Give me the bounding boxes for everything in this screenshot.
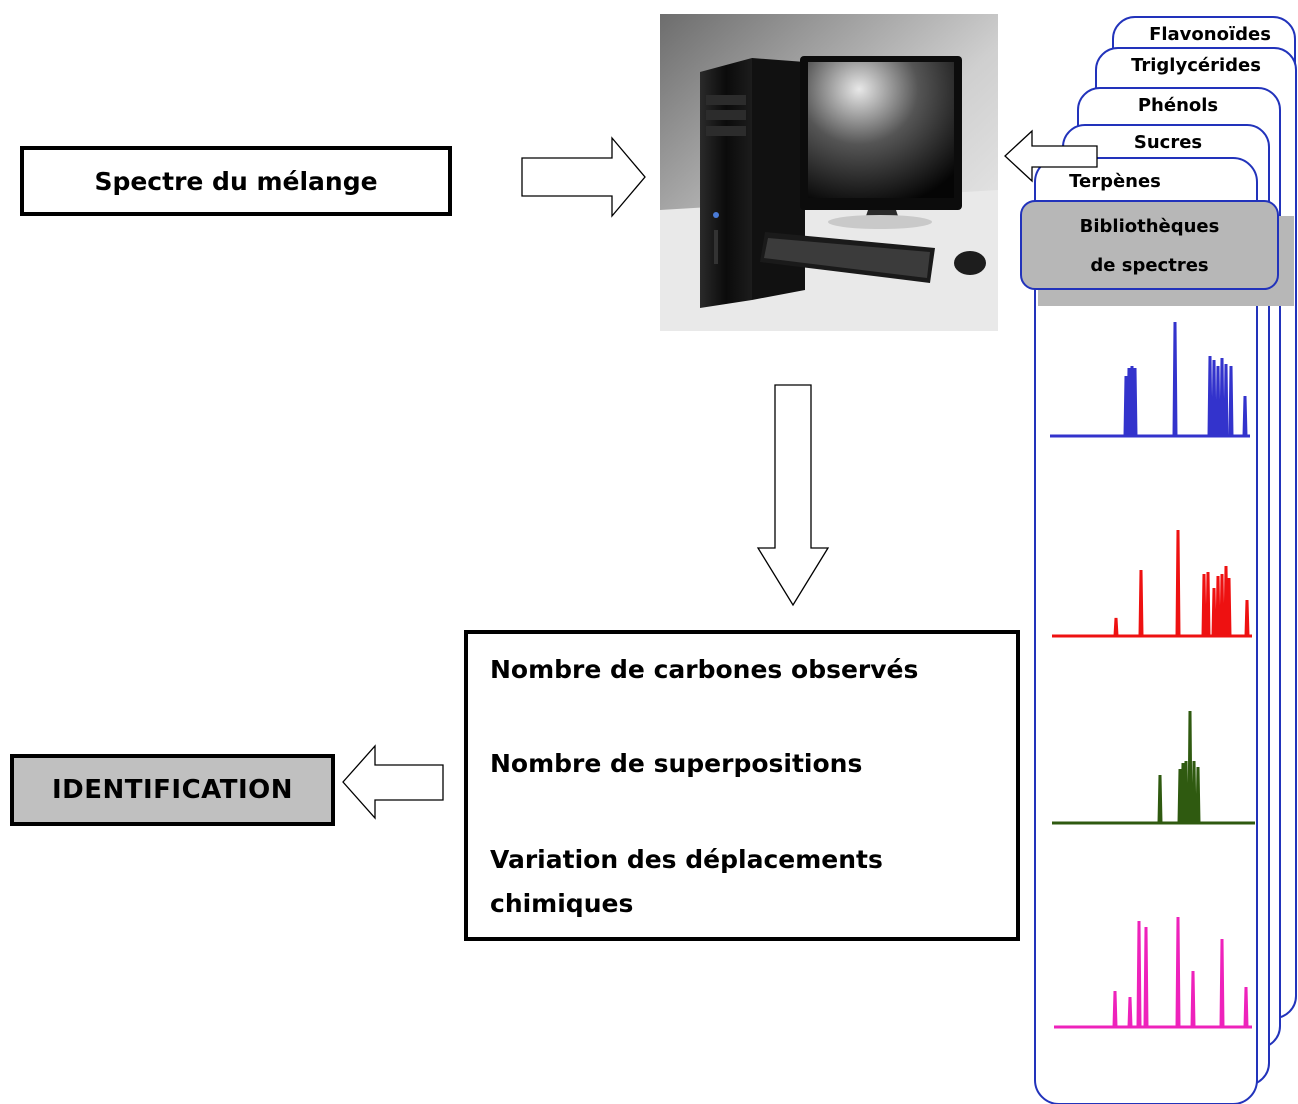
spectrum-magenta <box>1054 916 1252 1029</box>
spectrum-red <box>1052 529 1252 638</box>
card-label-triglycerides: Triglycérides <box>1131 55 1261 76</box>
arrow-down <box>756 384 830 607</box>
spectrum-green <box>1052 710 1255 825</box>
criterion-overlaps: Nombre de superpositions <box>490 749 863 778</box>
arrow-left <box>342 744 444 820</box>
card-label-flavonoides: Flavonoïdes <box>1149 24 1271 45</box>
identification-box: IDENTIFICATION <box>10 754 335 826</box>
library-header-line1: Bibliothèques <box>1079 216 1220 237</box>
card-label-phenols: Phénols <box>1137 95 1219 116</box>
mixture-spectrum-box: Spectre du mélange <box>20 146 452 216</box>
mixture-spectrum-label: Spectre du mélange <box>94 166 378 196</box>
library-header-line2: de spectres <box>1090 255 1209 276</box>
computer-workstation-image <box>660 14 998 331</box>
identification-label: IDENTIFICATION <box>51 775 294 805</box>
criterion-shift-variation: Variation des déplacements chimiques <box>490 845 883 918</box>
spectrum-blue <box>1050 321 1250 438</box>
criteria-box: Nombre de carbones observés Nombre de su… <box>464 630 1020 941</box>
card-label-terpenes: Terpènes <box>1069 171 1161 192</box>
arrow-left-library <box>1004 129 1098 183</box>
card-label-sucres: Sucres <box>1133 132 1203 153</box>
library-header <box>1020 200 1279 290</box>
spectra <box>1050 321 1255 1029</box>
arrow-right <box>521 136 646 218</box>
card-terpenes <box>1034 157 1258 1104</box>
criterion-carbons: Nombre de carbones observés <box>490 655 919 684</box>
